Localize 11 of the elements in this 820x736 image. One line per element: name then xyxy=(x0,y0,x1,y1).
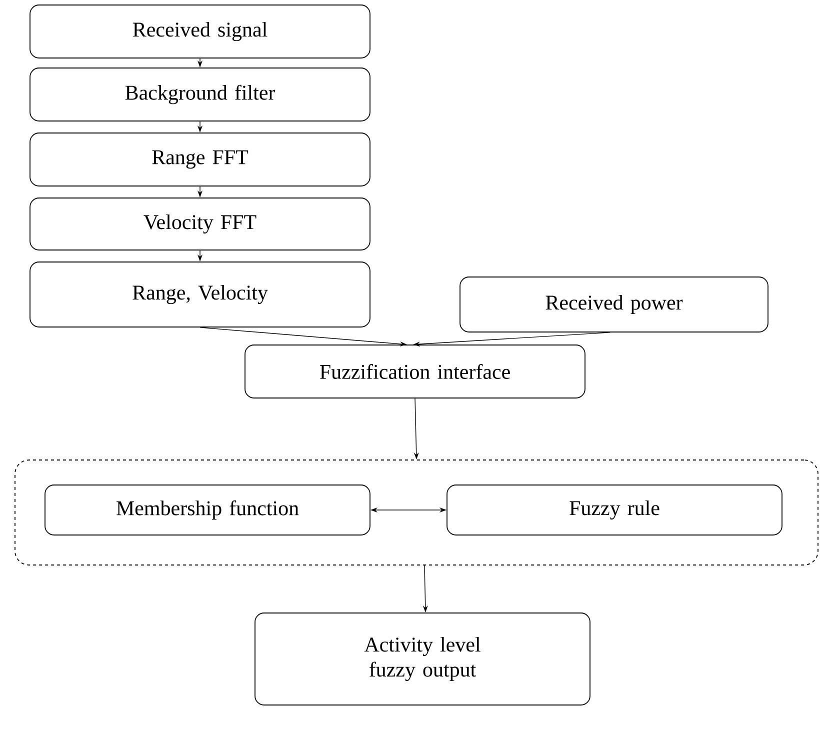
process-box: Range FFT xyxy=(30,132,370,186)
process-box: Activity level fuzzy output xyxy=(254,612,590,706)
process-box: Membership function xyxy=(44,484,370,536)
process-box: Fuzzification interface xyxy=(244,344,586,398)
process-box: Received signal xyxy=(30,4,370,58)
process-box: Fuzzy rule xyxy=(446,484,782,536)
process-box: Range, Velocity xyxy=(30,262,370,328)
dashed-group-frame xyxy=(14,460,818,566)
process-box: Received power xyxy=(460,276,768,332)
process-box: Velocity FFT xyxy=(30,198,370,250)
process-box: Background filter xyxy=(30,68,370,122)
